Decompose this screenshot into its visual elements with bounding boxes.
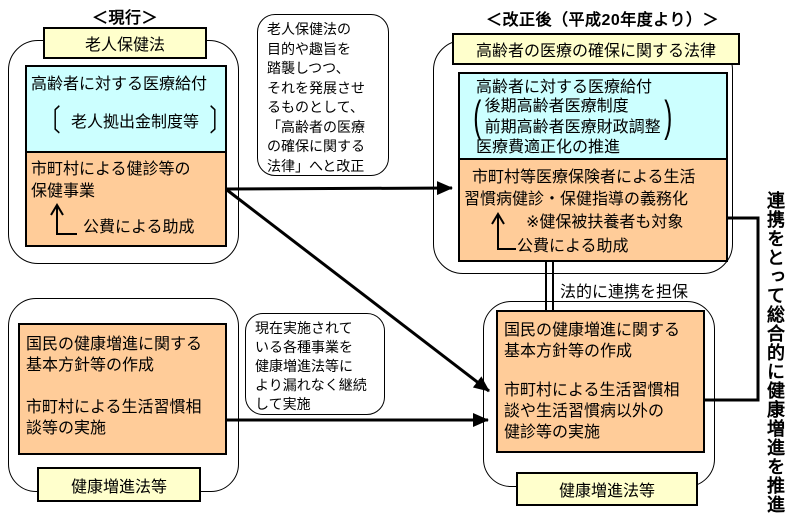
open-paren-glyph: ( [473, 92, 482, 141]
subsidy-up-arrow-icon [491, 212, 516, 250]
revised-medical-paren-line1: 後期高齢者医療制度 [484, 98, 629, 115]
current-section-title: ＜現行＞ [92, 10, 159, 27]
bubble-line: 踏襲しつつ、 [267, 60, 350, 76]
revised-section-title: ＜改正後（平成20年度より）＞ [486, 12, 719, 29]
hp-current-line3: 市町村による生活習慣相 [26, 399, 202, 416]
revised-medical-paren-lines: 後期高齢者医療制度 前期高齢者医療財政調整 [485, 96, 661, 138]
current-medical-bracket-row: 〔 老人拠出金制度等 〕 [35, 107, 235, 137]
current-health-line2: 保健事業 [31, 183, 96, 200]
revised-health-line2: 習慣病健診・保健指導の義務化 [464, 191, 689, 208]
current-medical-line1: 高齢者に対する医療給付 [31, 76, 208, 93]
current-law-label: 老人保健法 [43, 27, 207, 59]
bubble-line: それを発展させ [267, 79, 365, 96]
current-subsidy-text: 公費による助成 [83, 219, 195, 236]
hp-revised-line3: 市町村による生活習慣相 [504, 382, 680, 399]
hp-revised-line1: 国民の健康増進に関する [504, 322, 681, 339]
subsidy-up-arrow-icon [50, 203, 77, 235]
arrow-current-to-revised [226, 181, 453, 196]
hp-current-line2: 基本方針等の作成 [26, 357, 155, 374]
health-promotion-revised-box: 国民の健康増進に関する 基本方針等の作成 市町村による生活習慣相 談や生活習慣病… [496, 310, 705, 453]
hp-current-line1: 国民の健康増進に関する [26, 336, 203, 353]
current-medical-benefits-box: 高齢者に対する医療給付 〔 老人拠出金制度等 〕 [25, 65, 231, 155]
revised-medical-line1: 高齢者に対する医療給付 [476, 79, 653, 96]
bubble-line: 健康増進法等に [255, 358, 353, 374]
revised-law-label: 高齢者の医療の確保に関する法律 [452, 33, 740, 65]
revised-medical-line2: 医療費適正化の推進 [476, 139, 621, 156]
bubble-line: 法律」へと改正 [267, 157, 365, 174]
bubble-line: より漏れなく継続 [255, 377, 367, 393]
revised-medical-paren-line2: 前期高齢者医療財政調整 [484, 119, 661, 136]
current-health-line1: 市町村による健診等の [31, 161, 191, 178]
hp-revised-line5: 健診等の実施 [504, 424, 601, 441]
revised-medical-paren-row: ( 後期高齢者医療制度 前期高齢者医療財政調整 ) [470, 92, 675, 141]
current-medical-bracket-text: 老人拠出金制度等 [71, 113, 200, 131]
close-bracket-glyph: 〕 [209, 105, 231, 138]
health-promotion-current-law-label: 健康増進法等 [37, 467, 201, 502]
bubble-line: 老人保健法の [267, 21, 351, 37]
health-promotion-revised-law-label: 健康増進法等 [516, 472, 698, 506]
revised-subsidy-text: 公費による助成 [517, 238, 629, 255]
bubble-line: 現在実施されて [255, 320, 353, 336]
bubble-line: 「高齢者の医療 [267, 118, 365, 135]
current-health-business-box: 市町村による健診等の 保健事業 公費による助成 [25, 151, 227, 247]
revised-health-note: ※健保被扶養者も対象 [526, 214, 684, 231]
bubble-line: の確保に関する [267, 138, 365, 154]
open-bracket-glyph: 〔 [39, 105, 61, 138]
side-vertical-note: 連携をとって総合的に健康増進を推進 [765, 191, 785, 514]
bubble-line: 目的や趣旨を [267, 40, 351, 57]
hp-current-line4: 談等の実施 [26, 420, 107, 437]
health-promotion-current-box: 国民の健康増進に関する 基本方針等の作成 市町村による生活習慣相 談等の実施 [18, 323, 227, 455]
continuity-explanation-bubble: 現在実施されて いる各種事業を 健康増進法等に より漏れなく継続 して実施 [245, 313, 385, 415]
close-paren-glyph: ) [663, 92, 673, 141]
revised-health-obligation-box: 市町村等医療保険者による生活 習慣病健診・保健指導の義務化 ※健保被扶養者も対象… [458, 158, 728, 262]
revision-explanation-bubble: 老人保健法の 目的や趣旨を 踏襲しつつ、 それを発展させ るものとして、 「高齢… [257, 14, 389, 176]
bubble-line: して実施 [255, 396, 311, 412]
bubble-line: るものとして、 [267, 99, 364, 115]
hp-revised-line4: 談や生活習慣病以外の [504, 403, 665, 420]
revised-medical-benefits-box: 高齢者に対する医療給付 ( 後期高齢者医療制度 前期高齢者医療財政調整 ) 医療… [458, 72, 728, 162]
revised-health-line1: 市町村等医療保険者による生活 [472, 169, 696, 186]
bubble-line: いる各種事業を [255, 339, 353, 355]
hp-revised-line2: 基本方針等の作成 [504, 343, 633, 360]
legal-link-label: 法的に連携を担保 [560, 284, 689, 301]
